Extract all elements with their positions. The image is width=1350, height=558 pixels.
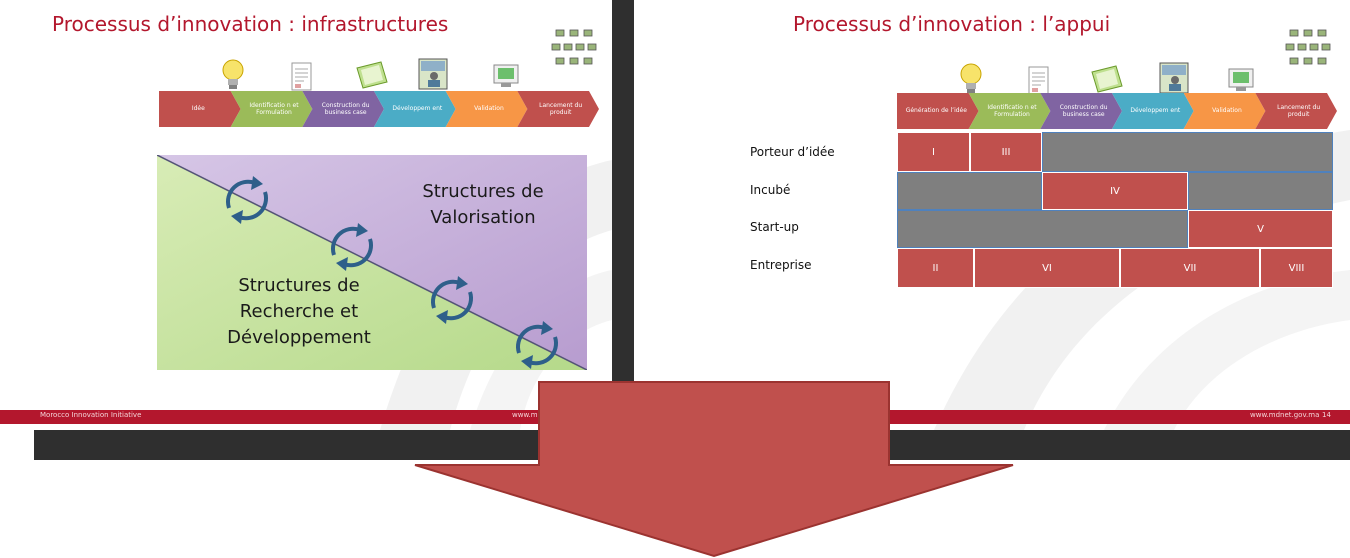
- page-number: 14: [1322, 411, 1331, 419]
- process-step-label: Validation: [1212, 107, 1242, 115]
- process-step-label: Construction du business case: [321, 101, 370, 116]
- phase-cell-i: I: [897, 132, 970, 172]
- row-label-incube: Incubé: [750, 183, 791, 197]
- process-step-label: Génération de l’idée: [905, 107, 967, 115]
- process-step: Idée: [159, 91, 241, 127]
- process-step-label: Identificatio n et Formulation: [987, 103, 1037, 118]
- process-step: Construction du business case: [302, 91, 384, 127]
- process-step: Génération de l’idée: [897, 93, 979, 129]
- footer-left-text: Morocco Innovation Initiative: [40, 411, 142, 419]
- support-matrix: I III IV V II VI VII VIII: [897, 132, 1333, 288]
- footer-bar: Morocco Innovation Initiative www.m: [0, 410, 612, 424]
- phase-cell-viii: VIII: [1260, 248, 1333, 288]
- diagonal-line: [156, 154, 588, 371]
- process-step: Développem ent: [374, 91, 456, 127]
- cycle-arrows-icon: [226, 176, 268, 224]
- process-step: Validation: [446, 91, 528, 127]
- phase-cell-v: V: [1188, 210, 1333, 248]
- slide-infrastructures: Processus d’innovation : infrastructures: [0, 0, 612, 430]
- process-step-label: Lancement du produit: [1277, 103, 1321, 118]
- process-step-label: Validation: [474, 105, 504, 113]
- process-step: Validation: [1184, 93, 1266, 129]
- process-chevron-bar: Génération de l’idée Identificatio n et F…: [897, 93, 1337, 129]
- slide-title: Processus d’innovation : l’appui: [793, 12, 1111, 36]
- folder-icon: [1091, 65, 1123, 93]
- footer-url-text: www.mdnet.gov.ma: [1250, 411, 1320, 419]
- lightbulb-icon: [960, 63, 982, 93]
- process-step: Lancement du produit: [517, 91, 599, 127]
- row-label-entreprise: Entreprise: [750, 258, 812, 272]
- process-step-label: Développem ent: [392, 105, 443, 113]
- inactive-cell: [1042, 132, 1333, 172]
- monitor-icon: [493, 64, 519, 87]
- folder-icon: [356, 61, 388, 89]
- phase-cell-iii: III: [970, 132, 1042, 172]
- workshop-icon: [418, 58, 448, 90]
- cycle-arrows-icon: [331, 223, 373, 271]
- process-step: Identificatio n et Formulation: [231, 91, 313, 127]
- inactive-cell: [897, 172, 1042, 210]
- cycle-arrows-icon: [516, 321, 558, 369]
- monitor-icon: [1228, 68, 1254, 91]
- phase-cell-iv: IV: [1042, 172, 1188, 210]
- slide-title: Processus d’innovation : infrastructures: [52, 12, 449, 36]
- process-step-label: Développem ent: [1130, 107, 1181, 115]
- valorisation-label: Structures de Valorisation: [422, 181, 544, 229]
- phase-cell-ii: II: [897, 248, 974, 288]
- phase-cell-vi: VI: [974, 248, 1120, 288]
- diagonal-split-graphic: [156, 154, 588, 371]
- document-icon: [1028, 66, 1049, 95]
- row-label-startup: Start-up: [750, 220, 799, 234]
- slide-divider: [612, 0, 634, 430]
- network-icon: [1285, 29, 1331, 65]
- process-step: Développem ent: [1112, 93, 1194, 129]
- process-step: Identificatio n et Formulation: [969, 93, 1051, 129]
- structures-diagram: Structures de Valorisation Structures de…: [156, 154, 588, 371]
- inactive-cell: [1188, 172, 1333, 210]
- row-label-porteur: Porteur d’idée: [750, 145, 835, 159]
- phase-cell-vii: VII: [1120, 248, 1260, 288]
- process-step: Lancement du produit: [1255, 93, 1337, 129]
- footer-url-text: www.m: [512, 411, 538, 419]
- research-label: Structures de Recherche et Développement: [227, 275, 371, 349]
- network-icon: [551, 29, 597, 65]
- process-step-label: Construction du business case: [1059, 103, 1108, 118]
- inactive-cell: [897, 210, 1188, 248]
- document-icon: [291, 62, 312, 91]
- process-step-label: Lancement du produit: [539, 101, 583, 116]
- process-step-label: Idée: [191, 105, 205, 113]
- process-step: Construction du business case: [1040, 93, 1122, 129]
- cycle-arrows-icon: [431, 276, 473, 324]
- process-chevron-bar: Idée Identificatio n et Formulation Constr…: [159, 91, 599, 127]
- lightbulb-icon: [222, 59, 244, 89]
- process-step-label: Identificatio n et Formulation: [249, 101, 299, 116]
